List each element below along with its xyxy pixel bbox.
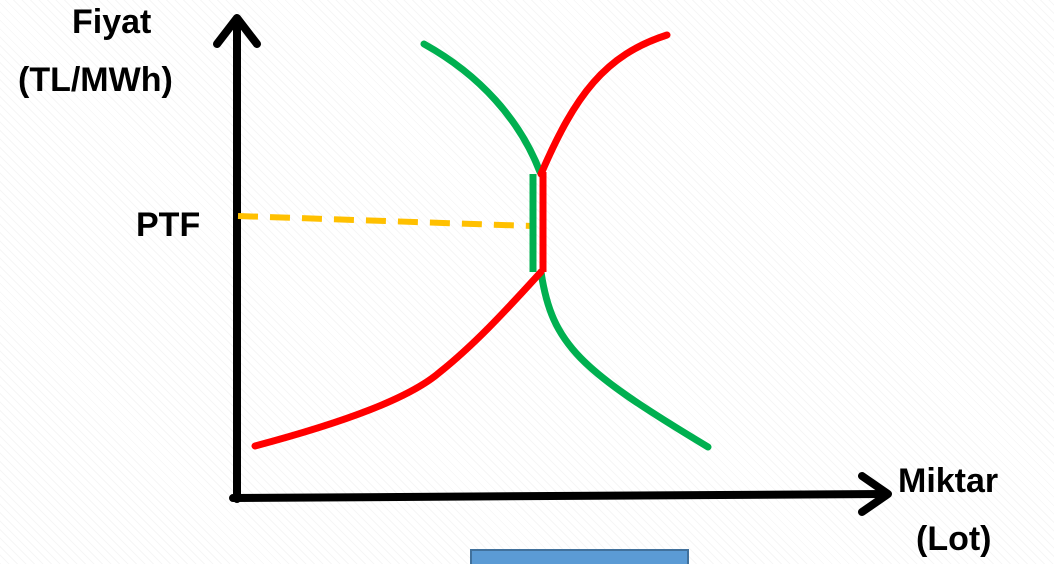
x-axis-title: Miktar [898,462,999,500]
supply-curve-upper [537,31,671,178]
supply-curve-lower [251,268,545,450]
demand-curve-upper [420,40,544,176]
y-axis-title: Fiyat [72,3,152,41]
blue-rectangle [470,549,689,564]
x-axis-unit: (Lot) [916,520,992,558]
y-axis-arrowhead [213,14,261,48]
y-axis-unit: (TL/MWh) [18,61,173,99]
ptf-label: PTF [136,206,201,244]
ptf-dashed-line [237,213,533,229]
x-axis-arrowhead [858,472,892,516]
x-axis [229,490,888,502]
demand-curve-lower [537,268,712,451]
